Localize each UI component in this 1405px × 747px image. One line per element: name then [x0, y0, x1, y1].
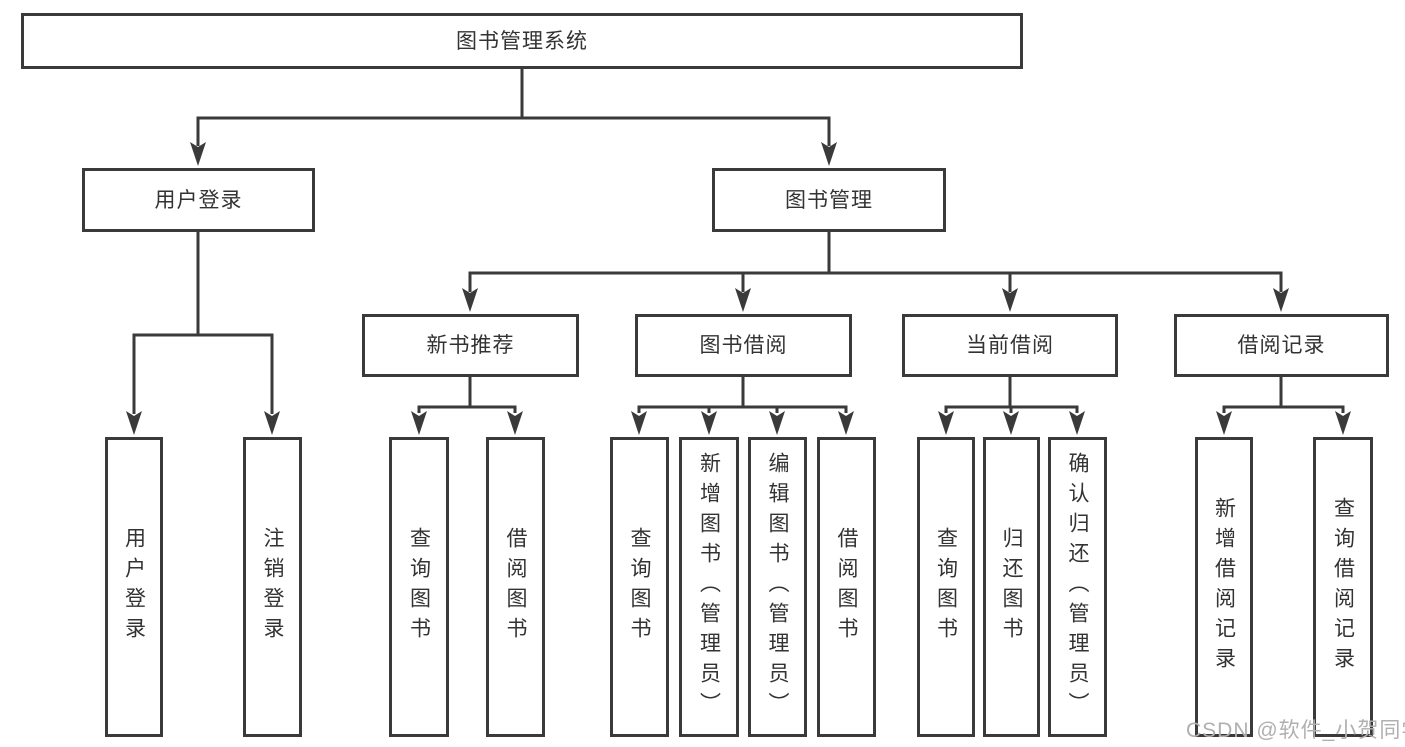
node-query-books-recommend: 查询图书 [389, 437, 449, 737]
watermark: CSDN @软件_小贺同学 [1186, 719, 1405, 742]
node-confirm-return-admin: 确认归还（管理员） [1048, 437, 1107, 737]
node-root-system: 图书管理系统 [21, 13, 1023, 69]
node-book-management: 图书管理 [712, 168, 946, 232]
node-query-borrow-record: 查询借阅记录 [1313, 437, 1373, 737]
node-borrow-books-leaf: 借阅图书 [817, 437, 876, 737]
node-add-borrow-record: 新增借阅记录 [1195, 437, 1253, 737]
node-edit-book-admin: 编辑图书（管理员） [748, 437, 807, 737]
node-return-book: 归还图书 [983, 437, 1040, 737]
node-new-book-recommend: 新书推荐 [362, 314, 579, 377]
node-user-login: 用户登录 [82, 168, 315, 232]
node-borrow-records: 借阅记录 [1174, 314, 1389, 377]
node-add-book-admin: 新增图书（管理员） [679, 437, 739, 737]
node-borrow-books-recommend: 借阅图书 [486, 437, 545, 737]
node-user-login-leaf: 用户登录 [105, 437, 163, 737]
node-logout-leaf: 注销登录 [243, 437, 302, 737]
node-query-books-current: 查询图书 [917, 437, 975, 737]
node-current-borrow: 当前借阅 [902, 314, 1118, 377]
node-book-borrow: 图书借阅 [635, 314, 852, 377]
node-query-books-borrow: 查询图书 [610, 437, 669, 737]
